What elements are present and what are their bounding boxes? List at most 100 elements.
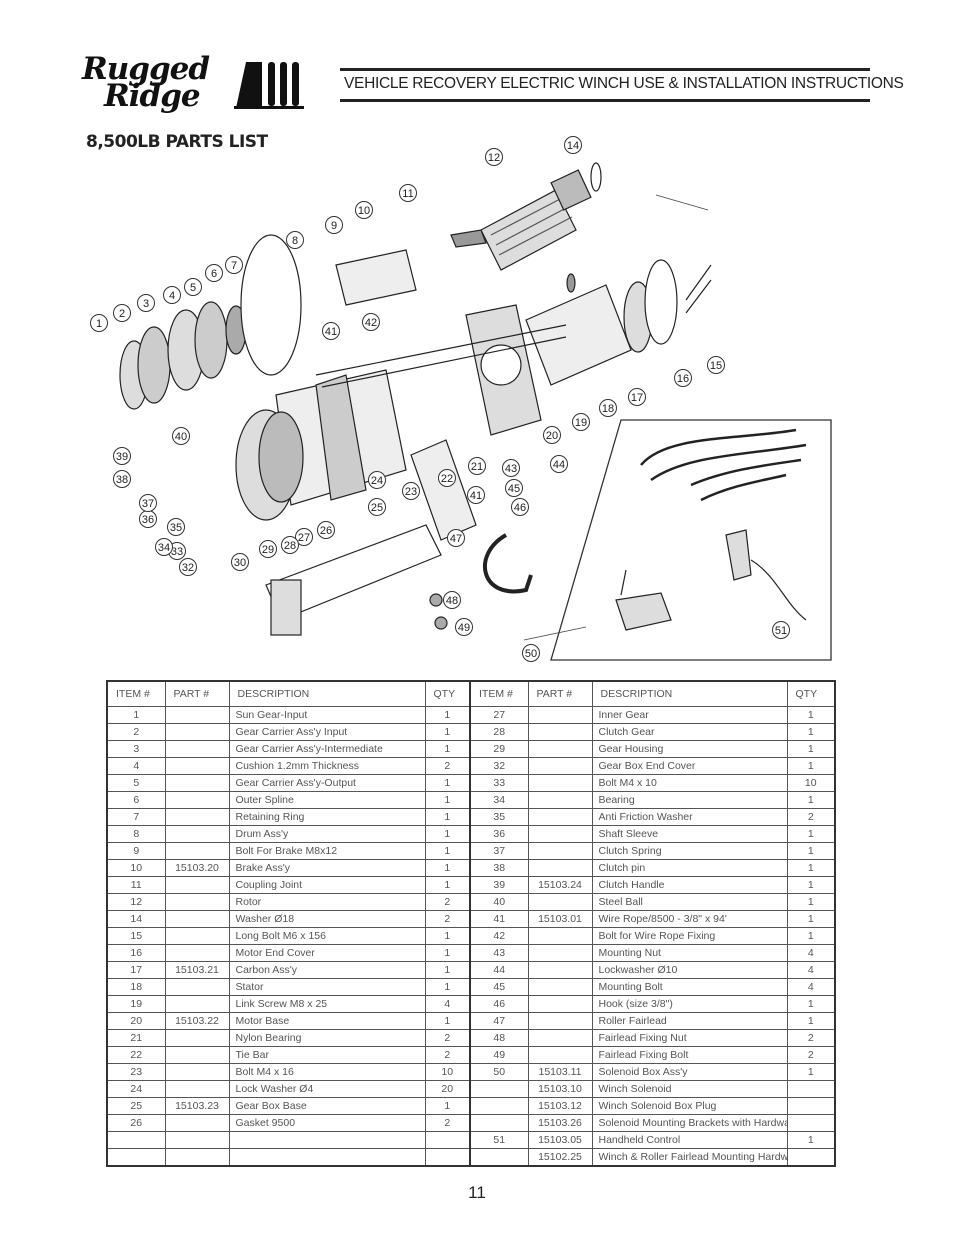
cell-item-right: 49 bbox=[469, 1046, 529, 1064]
cell-description-left: Brake Ass'y bbox=[228, 859, 426, 877]
cell-part-right: 15103.26 bbox=[527, 1114, 593, 1132]
table-header-row: ITEM # PART # DESCRIPTION QTY ITEM # PAR… bbox=[106, 680, 836, 707]
callout-label: 43 bbox=[505, 463, 517, 475]
cell-qty-left: 10 bbox=[424, 1063, 471, 1081]
cell-item-left: 3 bbox=[106, 740, 166, 758]
cell-qty-right: 1 bbox=[786, 740, 836, 758]
callout-label: 38 bbox=[116, 474, 128, 486]
callout-5: 5 bbox=[184, 278, 202, 296]
cell-part-right: 15103.01 bbox=[527, 910, 593, 928]
cell-item-left: 21 bbox=[106, 1029, 166, 1047]
cell-description-left: Gear Carrier Ass'y-Output bbox=[228, 774, 426, 792]
cell-item-right: 32 bbox=[469, 757, 529, 775]
cell-description-left: Stator bbox=[228, 978, 426, 996]
cell-description-left: Washer Ø18 bbox=[228, 910, 426, 928]
callout-label: 49 bbox=[458, 622, 470, 634]
cell-qty-left: 1 bbox=[424, 859, 471, 877]
part-callouts: 1234567891011121415161718192021222324252… bbox=[90, 136, 790, 662]
cell-item-right: 39 bbox=[469, 876, 529, 894]
callout-label: 33 bbox=[171, 546, 183, 558]
callout-41: 41 bbox=[322, 322, 340, 340]
callout-18: 18 bbox=[599, 399, 617, 417]
cell-part-left bbox=[164, 1131, 230, 1149]
callout-label: 8 bbox=[292, 235, 298, 247]
cell-part-left: 15103.21 bbox=[164, 961, 230, 979]
header-rule-top bbox=[340, 68, 870, 71]
cell-item-left: 7 bbox=[106, 808, 166, 826]
callout-label: 50 bbox=[525, 648, 537, 660]
callout-43: 43 bbox=[502, 459, 520, 477]
callout-36: 36 bbox=[139, 510, 157, 528]
header-description-left: DESCRIPTION bbox=[228, 680, 426, 707]
cell-part-left bbox=[164, 1029, 230, 1047]
callout-27: 27 bbox=[295, 528, 313, 546]
callout-26: 26 bbox=[317, 521, 335, 539]
callout-38: 38 bbox=[113, 470, 131, 488]
cell-qty-right: 1 bbox=[786, 927, 836, 945]
cell-qty-right: 1 bbox=[786, 859, 836, 877]
callout-label: 16 bbox=[677, 373, 689, 385]
cell-qty-left: 2 bbox=[424, 757, 471, 775]
cell-item-left: 8 bbox=[106, 825, 166, 843]
cell-description-left: Coupling Joint bbox=[228, 876, 426, 894]
callout-35: 35 bbox=[167, 518, 185, 536]
callout-20: 20 bbox=[543, 426, 561, 444]
callout-label: 51 bbox=[775, 625, 787, 637]
cell-qty-left: 2 bbox=[424, 910, 471, 928]
cell-description-left: Motor Base bbox=[228, 1012, 426, 1030]
callout-11: 11 bbox=[399, 184, 417, 202]
document-title: VEHICLE RECOVERY ELECTRIC WINCH USE & IN… bbox=[344, 75, 904, 92]
cell-description-right: Winch Solenoid bbox=[591, 1080, 788, 1098]
cell-part-left bbox=[164, 757, 230, 775]
cell-item-right: 47 bbox=[469, 1012, 529, 1030]
cell-description-left: Motor End Cover bbox=[228, 944, 426, 962]
cell-item-right bbox=[469, 1080, 529, 1098]
header-item-right: ITEM # bbox=[469, 680, 529, 707]
cell-description-left: Retaining Ring bbox=[228, 808, 426, 826]
cell-item-left: 1 bbox=[106, 706, 166, 724]
cell-part-left bbox=[164, 774, 230, 792]
cell-description-left bbox=[228, 1148, 426, 1167]
cell-part-left bbox=[164, 978, 230, 996]
callout-label: 48 bbox=[446, 595, 458, 607]
callout-label: 41 bbox=[470, 490, 482, 502]
cell-item-right: 38 bbox=[469, 859, 529, 877]
cell-item-left: 6 bbox=[106, 791, 166, 809]
cell-qty-left: 2 bbox=[424, 893, 471, 911]
cell-description-right: Mounting Bolt bbox=[591, 978, 788, 996]
callout-label: 42 bbox=[365, 317, 377, 329]
cell-item-left: 18 bbox=[106, 978, 166, 996]
cell-qty-left: 1 bbox=[424, 876, 471, 894]
cell-part-right bbox=[527, 791, 593, 809]
callout-8: 8 bbox=[286, 231, 304, 249]
cell-part-right bbox=[527, 723, 593, 741]
cell-part-right bbox=[527, 927, 593, 945]
header-item-left: ITEM # bbox=[106, 680, 166, 707]
callout-22: 22 bbox=[438, 469, 456, 487]
cell-qty-left: 1 bbox=[424, 927, 471, 945]
callout-label: 7 bbox=[231, 260, 237, 272]
cell-description-right: Bearing bbox=[591, 791, 788, 809]
cell-item-right: 28 bbox=[469, 723, 529, 741]
callout-21: 21 bbox=[468, 457, 486, 475]
cell-item-left: 23 bbox=[106, 1063, 166, 1081]
callout-label: 15 bbox=[710, 360, 722, 372]
cell-qty-right: 1 bbox=[786, 791, 836, 809]
cell-part-right bbox=[527, 808, 593, 826]
cell-qty-right: 2 bbox=[786, 1029, 836, 1047]
cell-part-left: 15103.23 bbox=[164, 1097, 230, 1115]
callout-32: 32 bbox=[179, 558, 197, 576]
callout-30: 30 bbox=[231, 553, 249, 571]
callout-label: 18 bbox=[602, 403, 614, 415]
